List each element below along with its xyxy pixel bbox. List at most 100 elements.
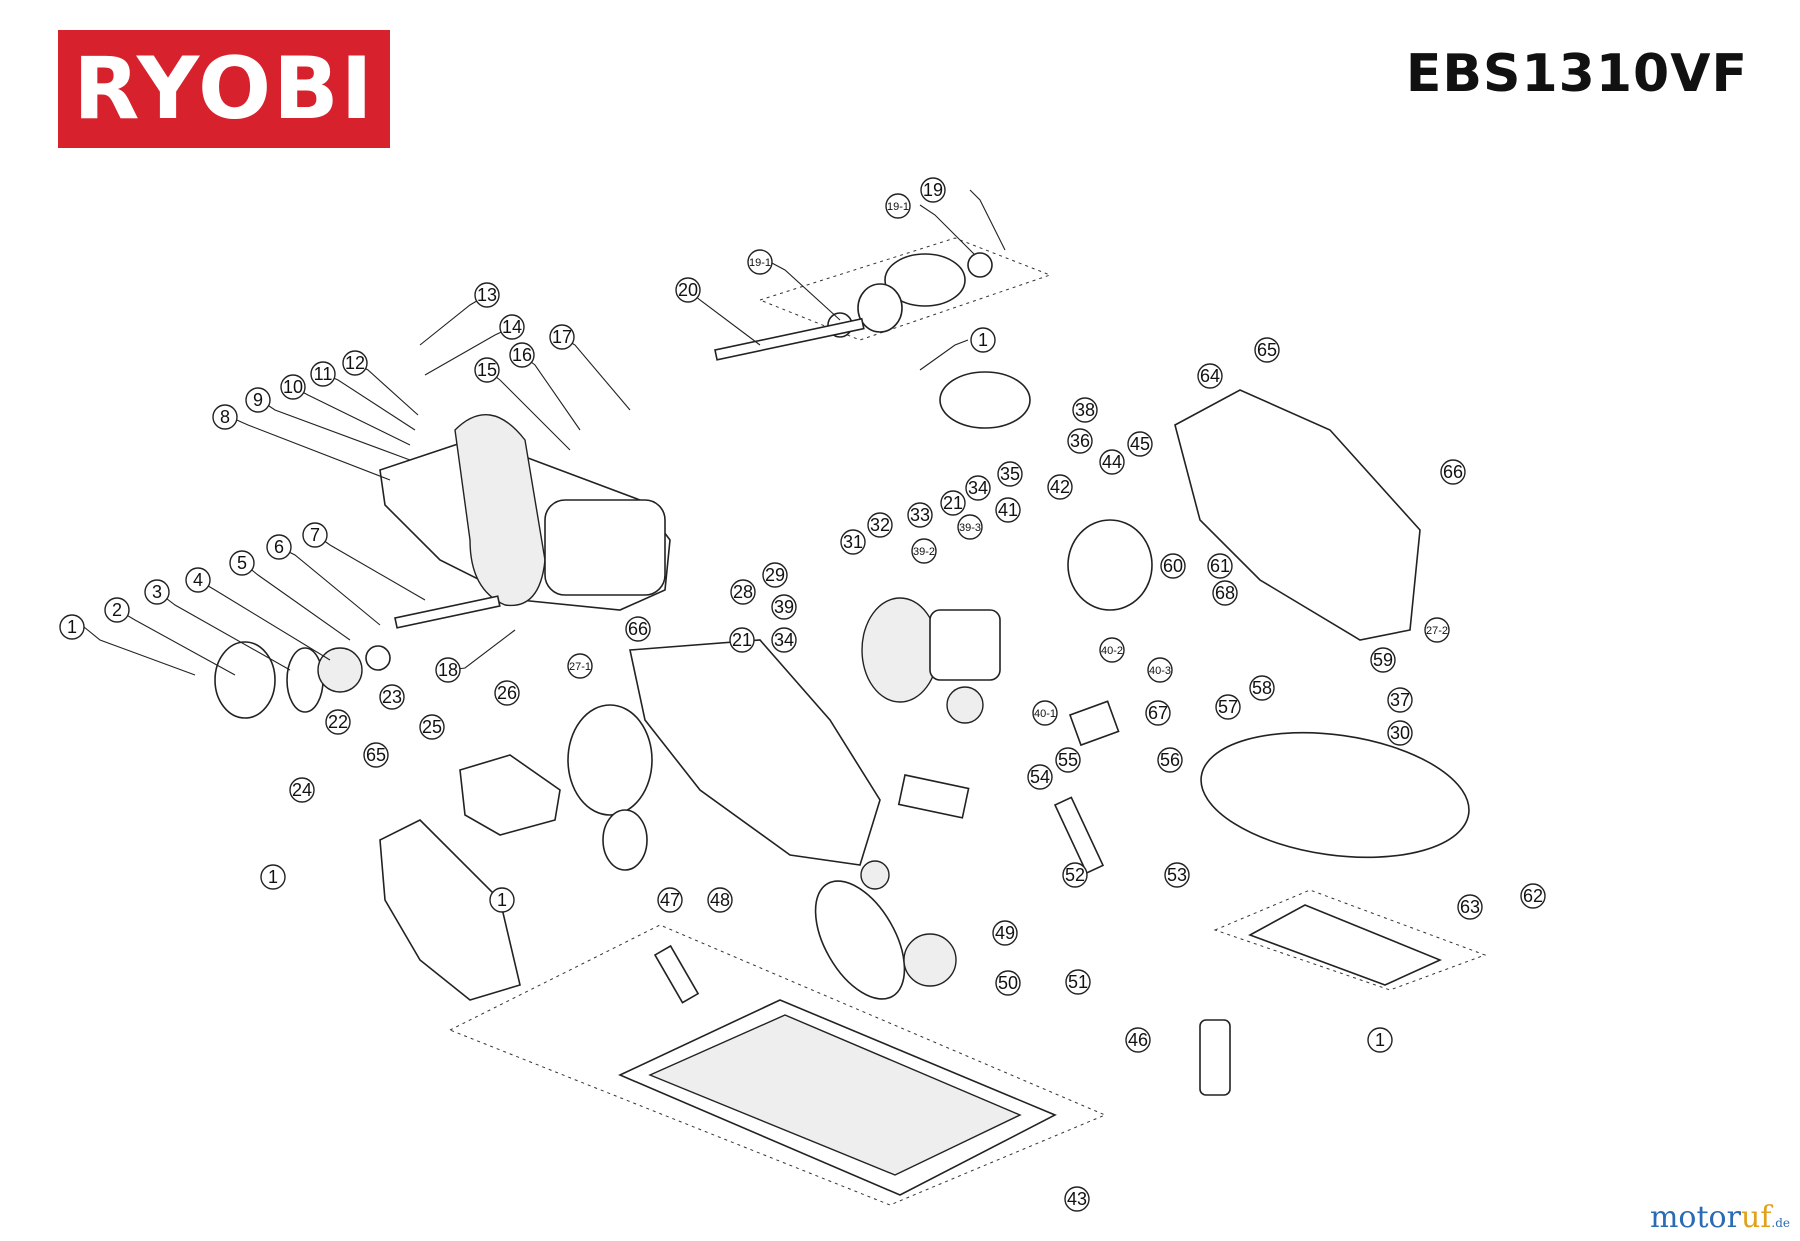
callout-bubble [771,627,797,653]
callout-bubble [280,374,306,400]
callout-bubble [509,342,535,368]
callout-label: 20 [678,280,698,300]
callout-bubble [1387,720,1413,746]
callout-label: 13 [477,285,497,305]
pulley-small [860,860,890,890]
callout-label: 53 [1167,865,1187,885]
callout-label: 10 [283,377,303,397]
callout-bubble [499,314,525,340]
callout-label: 14 [502,317,522,337]
callout-bubble [289,777,315,803]
callout-bubble [1125,1027,1151,1053]
callout-bubble [1027,764,1053,790]
callout-label: 12 [345,353,365,373]
callout-c62: 62 [1520,883,1546,909]
callout-c25: 25 [419,714,445,740]
callout-c34b: 34 [771,627,797,653]
callout-label: 54 [1030,767,1050,787]
callout-label: 4 [193,570,203,590]
callout-bubble [1164,862,1190,888]
callout-bubble [1145,700,1171,726]
callout-bubble [965,475,991,501]
callout-c68: 68 [1212,580,1238,606]
callout-c64: 64 [1197,363,1223,389]
callout-c32: 32 [867,512,893,538]
callout-bubble [1367,1027,1393,1053]
callout-label: 40-1 [1034,708,1056,720]
callout-c36: 36 [1067,428,1093,454]
callout-c1d: 1 [489,887,515,913]
callout-label: 57 [1218,697,1238,717]
callout-bubble [920,177,946,203]
callout-bubble [1160,553,1186,579]
callout-label: 44 [1102,452,1122,472]
callout-c29: 29 [762,562,788,588]
model-number-title: EBS1310VF [1405,44,1748,104]
dust-port-shape [459,754,561,836]
callout-bubble [474,282,500,308]
callout-label: 62 [1523,886,1543,906]
callout-label: 23 [382,687,402,707]
callout-c60: 60 [1160,553,1186,579]
callout-bubble [1065,969,1091,995]
callout-c38: 38 [1072,397,1098,423]
callout-c23: 23 [379,684,405,710]
callout-bubble [1440,459,1466,485]
callout-bubble-layer: 1234567891011121314151617181919-119-1201… [59,177,1546,1212]
callout-bubble [771,594,797,620]
callout-bubble [997,461,1023,487]
callout-c11: 11 [310,361,336,387]
callout-bubble [1254,337,1280,363]
callout-label: 19-1 [887,201,909,213]
callout-label: 63 [1460,897,1480,917]
callout-label: 59 [1373,650,1393,670]
callout-bubble [325,709,351,735]
callout-bubble [104,597,130,623]
callout-bubble [1215,694,1241,720]
callout-label: 6 [274,537,284,557]
callout-bubble [1207,553,1233,579]
callout-c2: 2 [104,597,130,623]
watermark: motoruf.de [1650,1200,1790,1235]
callout-label: 36 [1070,431,1090,451]
callout-bubble [1047,474,1073,500]
speed-dial [946,686,984,724]
callout-c45: 45 [1127,431,1153,457]
callout-c30: 30 [1387,720,1413,746]
callout-label: 40-2 [1101,645,1123,657]
label-plate [897,774,970,819]
gasket-ring [286,647,324,713]
callout-c31: 31 [840,529,866,555]
callout-label: 68 [1215,583,1235,603]
callout-c7: 7 [302,522,328,548]
callout-label: 1 [978,330,988,350]
callout-c18: 18 [435,657,461,683]
callout-label: 39-3 [959,522,981,534]
callout-label: 16 [512,345,532,365]
callout-label: 66 [1443,462,1463,482]
callout-bubble [995,970,1021,996]
callout-bubble [995,497,1021,523]
callout-c33: 33 [907,502,933,528]
callout-c12: 12 [342,350,368,376]
armature-fan [861,597,939,703]
callout-label: 31 [843,532,863,552]
callout-c56: 56 [1157,747,1183,773]
callout-bubble [342,350,368,376]
callout-bubble [970,327,996,353]
callout-c5: 5 [229,550,255,576]
callout-label: 60 [1163,556,1183,576]
belt-track-shape [454,414,546,607]
brand-logo-text: RYOBI [73,39,375,139]
callout-label: 29 [765,565,785,585]
callout-bubble [310,361,336,387]
callout-c41: 41 [995,497,1021,523]
stator-housing [1067,519,1153,611]
callout-label: 2 [112,600,122,620]
callout-label: 41 [998,500,1018,520]
callout-label: 18 [438,660,458,680]
callout-c27-1: 27-1 [567,653,593,679]
callout-label: 9 [253,390,263,410]
callout-label: 21 [732,630,752,650]
callout-c63: 63 [1457,894,1483,920]
